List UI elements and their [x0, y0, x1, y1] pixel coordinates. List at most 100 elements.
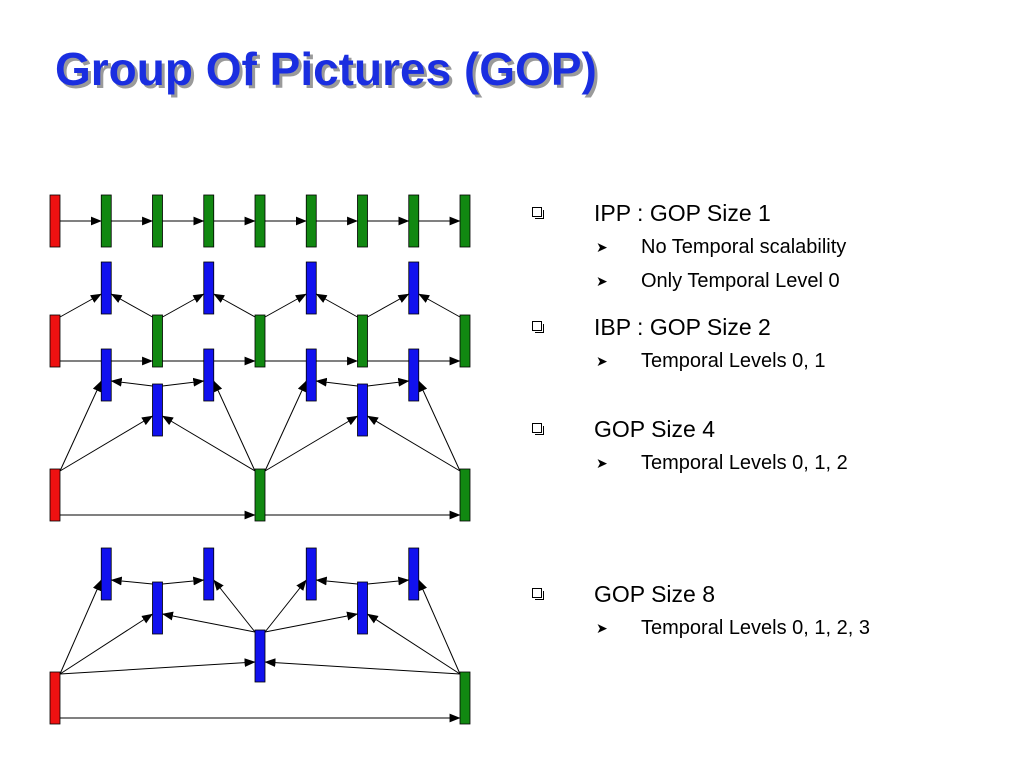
sub-bullet-item: ➤ Temporal Levels 0, 1, 2, 3 [530, 611, 1010, 645]
frame-gop4-6 [357, 383, 368, 437]
arrow-ibp [264, 293, 307, 318]
frame-gop8-5 [305, 547, 317, 601]
frame-ipp-6 [357, 194, 368, 248]
arrow-gop8 [59, 613, 153, 675]
frame-ibp-5 [305, 261, 317, 315]
frame-gop4-1 [100, 348, 112, 402]
arrowhead-icon: ➤ [596, 239, 608, 255]
arrow-gop4 [110, 377, 153, 387]
frame-ipp-5 [305, 194, 317, 248]
arrow-gop8 [264, 611, 359, 633]
sub-bullet-label: No Temporal scalability [641, 236, 847, 258]
bullet-group-gop8: GOP Size 8 ➤ Temporal Levels 0, 1, 2, 3 [530, 577, 1010, 645]
arrow-ibp [110, 293, 153, 318]
frame-ipp-7 [408, 194, 420, 248]
arrow-gop8 [110, 576, 153, 586]
arrow-gop8 [264, 579, 307, 633]
arrow-gop8 [162, 576, 205, 586]
frame-gop4-7 [408, 348, 420, 402]
bullet-label: GOP Size 4 [594, 416, 716, 442]
frame-ibp-6 [357, 314, 368, 368]
frame-gop4-0 [49, 468, 61, 522]
arrowhead-icon: ➤ [596, 353, 608, 369]
frame-ibp-3 [203, 261, 215, 315]
arrow-ibp [59, 293, 102, 318]
arrow-ibp [162, 293, 205, 318]
arrow-gop4 [59, 380, 102, 472]
arrow-gop8 [59, 658, 256, 675]
frame-ibp-0 [49, 314, 61, 368]
frame-gop8-8 [459, 671, 471, 725]
sub-bullet-item: ➤ Temporal Levels 0, 1, 2 [530, 446, 1010, 480]
sub-bullet-label: Only Temporal Level 0 [641, 270, 840, 292]
arrow-gop8 [367, 613, 461, 675]
arrow-gop8 [418, 579, 461, 675]
arrow-ibp [418, 293, 461, 318]
hollow-square-icon [532, 207, 544, 219]
bullet-group-ibp: IBP : GOP Size 2 ➤ Temporal Levels 0, 1 [530, 310, 1010, 378]
gop-diagram [49, 194, 471, 725]
arrow-gop8 [161, 611, 256, 633]
sub-bullet-label: Temporal Levels 0, 1, 2, 3 [641, 617, 871, 639]
sub-bullet-label: Temporal Levels 0, 1, 2 [641, 452, 848, 474]
frame-ipp-8 [459, 194, 471, 248]
arrowhead-icon: ➤ [596, 273, 608, 289]
frame-ipp-2 [152, 194, 163, 248]
frame-ipp-4 [254, 194, 266, 248]
bullet-item: GOP Size 4 [530, 412, 1010, 446]
frame-ipp-1 [100, 194, 112, 248]
frame-ipp-3 [203, 194, 215, 248]
frame-ibp-7 [408, 261, 420, 315]
page-title: Group Of Pictures (GOP) [55, 43, 597, 95]
frame-gop4-5 [305, 348, 317, 402]
hollow-square-icon [532, 588, 544, 600]
bullet-item: GOP Size 8 [530, 577, 1010, 611]
frame-gop4-3 [203, 348, 215, 402]
frame-gop8-2 [152, 581, 163, 635]
frame-ibp-2 [152, 314, 163, 368]
hollow-square-icon [532, 423, 544, 435]
arrow-gop4 [367, 415, 461, 472]
sub-bullet-item: ➤ No Temporal scalability [530, 230, 1010, 264]
frame-gop8-7 [408, 547, 420, 601]
frame-ibp-4 [254, 314, 266, 368]
frame-gop4-2 [152, 383, 163, 437]
frame-ibp-8 [459, 314, 471, 368]
hollow-square-icon [532, 321, 544, 333]
arrow-gop4 [264, 380, 307, 472]
arrow-gop4 [367, 377, 410, 387]
bullet-label: IPP : GOP Size 1 [594, 200, 771, 226]
arrowhead-icon: ➤ [596, 455, 608, 471]
frame-ipp-0 [49, 194, 61, 248]
arrow-gop8 [367, 576, 410, 586]
arrow-gop4 [59, 415, 153, 472]
arrow-gop4 [418, 380, 461, 472]
arrow-gop4 [213, 380, 256, 472]
sub-bullet-label: Temporal Levels 0, 1 [641, 350, 826, 372]
frame-gop8-4 [254, 629, 266, 683]
arrow-gop8 [264, 658, 461, 675]
frame-gop8-1 [100, 547, 112, 601]
arrow-ibp [213, 293, 256, 318]
frame-gop8-6 [357, 581, 368, 635]
frame-gop4-8 [459, 468, 471, 522]
arrow-gop4 [162, 377, 205, 387]
sub-bullet-item: ➤ Temporal Levels 0, 1 [530, 344, 1010, 378]
bullet-item: IPP : GOP Size 1 [530, 196, 1010, 230]
bullet-group-gop4: GOP Size 4 ➤ Temporal Levels 0, 1, 2 [530, 412, 1010, 480]
frame-ibp-1 [100, 261, 112, 315]
arrow-ibp [367, 293, 410, 318]
frame-gop8-0 [49, 671, 61, 725]
bullet-group-ipp: IPP : GOP Size 1 ➤ No Temporal scalabili… [530, 196, 1010, 298]
arrow-gop4 [264, 415, 358, 472]
arrowhead-icon: ➤ [596, 620, 608, 636]
arrow-gop8 [315, 576, 358, 586]
sub-bullet-item: ➤ Only Temporal Level 0 [530, 264, 1010, 298]
bullet-label: IBP : GOP Size 2 [594, 314, 771, 340]
arrow-gop8 [59, 579, 102, 675]
frame-gop4-4 [254, 468, 266, 522]
arrow-ibp [315, 293, 358, 318]
bullet-label: GOP Size 8 [594, 581, 716, 607]
arrow-gop4 [315, 377, 358, 387]
arrow-gop8 [213, 579, 256, 633]
